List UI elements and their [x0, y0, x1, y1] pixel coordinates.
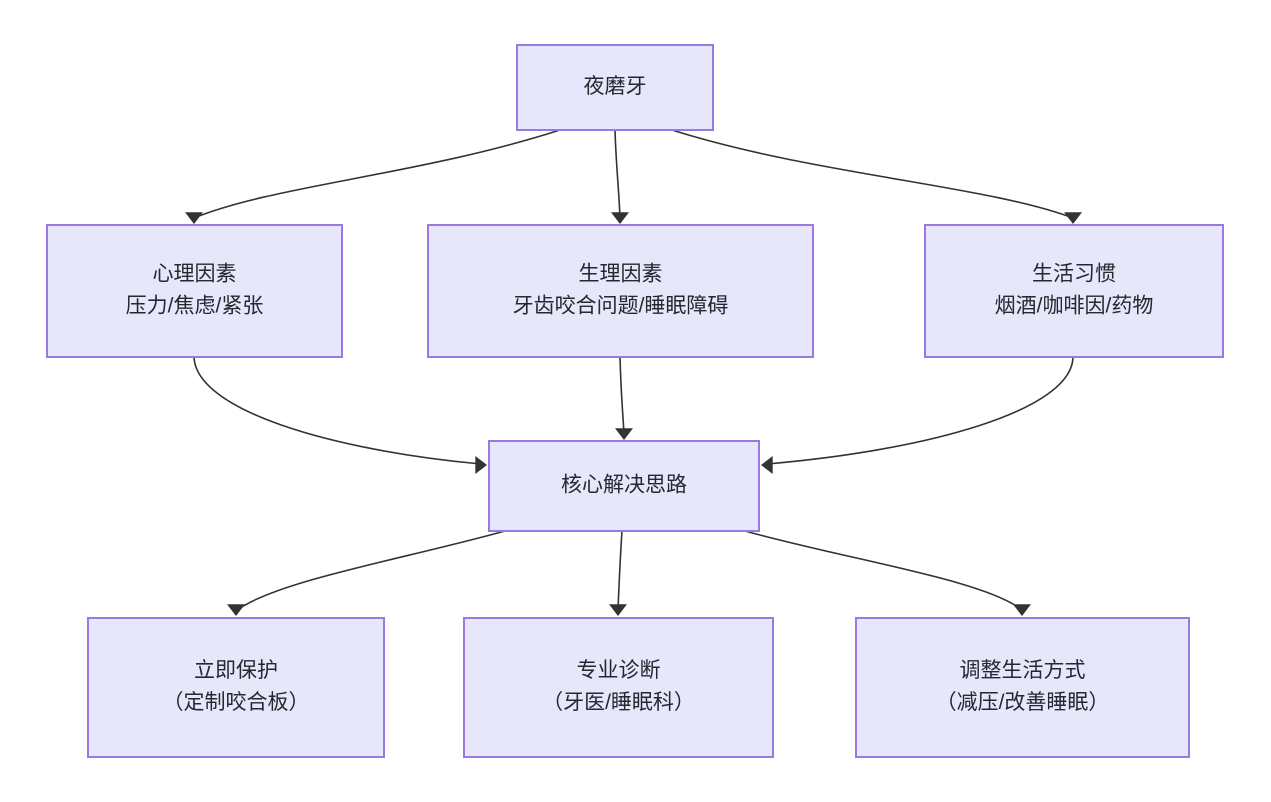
node-label-cause_psych-line2: 压力/焦虑/紧张: [126, 295, 264, 318]
node-label-cause_psych-line1: 心理因素: [153, 263, 237, 286]
node-box-cause_physio[interactable]: [427, 224, 814, 358]
arrowhead-icon: [185, 212, 203, 224]
flow-edge-core-to-action_lifestyle: [744, 530, 1031, 616]
node-label-cause_habit-line2: 烟酒/咖啡因/药物: [995, 295, 1154, 318]
arrowhead-icon: [615, 428, 633, 440]
flow-edge-root-to-cause_habit: [671, 129, 1082, 224]
arrowhead-icon: [611, 212, 629, 224]
flow-node-action_protect[interactable]: 立即保护 （定制咬合板）: [87, 617, 385, 758]
flow-node-action_diagnose[interactable]: 专业诊断 （牙医/睡眠科）: [463, 617, 774, 758]
flow-edge-cause_physio-to-core: [615, 356, 633, 440]
flow-edge-root-to-cause_physio: [611, 129, 629, 224]
node-box-action_diagnose[interactable]: [463, 617, 774, 758]
arrowhead-icon: [1013, 604, 1031, 616]
node-label-cause_physio-line2: 牙齿咬合问题/睡眠障碍: [513, 295, 729, 318]
flow-edge-cause_psych-to-core: [193, 356, 487, 474]
flow-edge-cause_habit-to-core: [761, 356, 1074, 474]
arrowhead-icon: [227, 604, 245, 616]
node-label-cause_habit-line1: 生活习惯: [1032, 263, 1116, 286]
flow-node-root[interactable]: 夜磨牙: [516, 44, 714, 131]
arrowhead-icon: [1064, 212, 1082, 224]
flow-edge-core-to-action_protect: [227, 530, 506, 616]
node-box-cause_habit[interactable]: [924, 224, 1224, 358]
edge-layer: [185, 129, 1082, 616]
flow-edge-root-to-cause_psych: [185, 129, 561, 224]
node-label-action_protect-line2: （定制咬合板）: [163, 691, 310, 714]
node-label-action_diagnose-line2: （牙医/睡眠科）: [542, 691, 695, 714]
arrowhead-icon: [475, 456, 487, 474]
flow-edge-core-to-action_diagnose: [609, 530, 627, 616]
node-label-core-line1: 核心解决思路: [561, 474, 687, 497]
node-box-core[interactable]: [488, 440, 760, 532]
node-label-action_protect-line1: 立即保护: [194, 659, 278, 682]
arrowhead-icon: [609, 604, 627, 616]
node-label-action_lifestyle-line2: （减压/改善睡眠）: [936, 691, 1110, 714]
node-box-action_protect[interactable]: [87, 617, 385, 758]
node-box-action_lifestyle[interactable]: [855, 617, 1190, 758]
node-box-root[interactable]: [516, 44, 714, 131]
node-layer: 夜磨牙心理因素压力/焦虑/紧张生理因素牙齿咬合问题/睡眠障碍生活习惯烟酒/咖啡因…: [46, 44, 1224, 758]
node-label-action_diagnose-line1: 专业诊断: [577, 659, 661, 682]
node-label-action_lifestyle-line1: 调整生活方式: [960, 659, 1086, 682]
flow-node-action_lifestyle[interactable]: 调整生活方式 （减压/改善睡眠）: [855, 617, 1190, 758]
node-box-cause_psych[interactable]: [46, 224, 343, 358]
flow-node-core[interactable]: 核心解决思路: [488, 440, 760, 532]
node-label-root-line1: 夜磨牙: [584, 75, 647, 98]
arrowhead-icon: [761, 456, 773, 474]
node-label-cause_physio-line1: 生理因素: [579, 263, 663, 286]
